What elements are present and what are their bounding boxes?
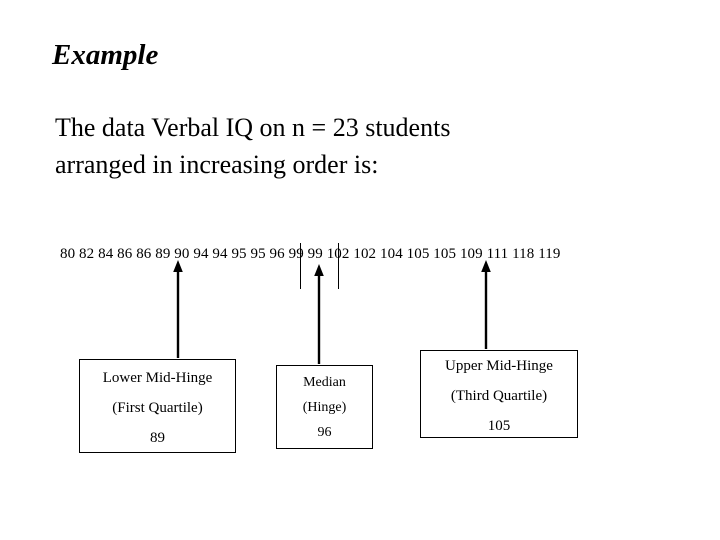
median-box: Median (Hinge) 96 <box>276 365 373 449</box>
upper-mid-hinge-title: Upper Mid-Hinge <box>445 358 553 374</box>
median-title: Median <box>303 375 346 390</box>
median-value: 96 <box>317 425 332 440</box>
arrow-lower-mid-hinge <box>173 260 183 358</box>
upper-mid-hinge-subtitle: (Third Quartile) <box>450 388 548 404</box>
lower-mid-hinge-title: Lower Mid-Hinge <box>102 370 213 386</box>
page-title: Example <box>52 39 159 71</box>
body-line-2: arranged in increasing order is: <box>55 149 379 179</box>
body-line-1: The data Verbal IQ on n = 23 students <box>55 113 451 142</box>
body-paragraph: The data Verbal IQ on n = 23 students ar… <box>55 110 655 184</box>
median-separator-right-line <box>338 243 339 289</box>
median-subtitle: (Hinge) <box>302 400 347 415</box>
lower-mid-hinge-box: Lower Mid-Hinge (First Quartile) 89 <box>79 359 236 453</box>
arrow-upper-mid-hinge <box>481 260 491 349</box>
data-sequence: 80 82 84 86 86 89 90 94 94 95 95 96 99 9… <box>60 246 561 262</box>
lower-mid-hinge-subtitle: (First Quartile) <box>112 400 203 416</box>
upper-mid-hinge-box: Upper Mid-Hinge (Third Quartile) 105 <box>420 350 578 438</box>
lower-mid-hinge-value: 89 <box>150 430 165 446</box>
arrow-median <box>314 264 324 364</box>
median-separator-left-line <box>300 243 301 289</box>
upper-mid-hinge-value: 105 <box>487 418 511 434</box>
